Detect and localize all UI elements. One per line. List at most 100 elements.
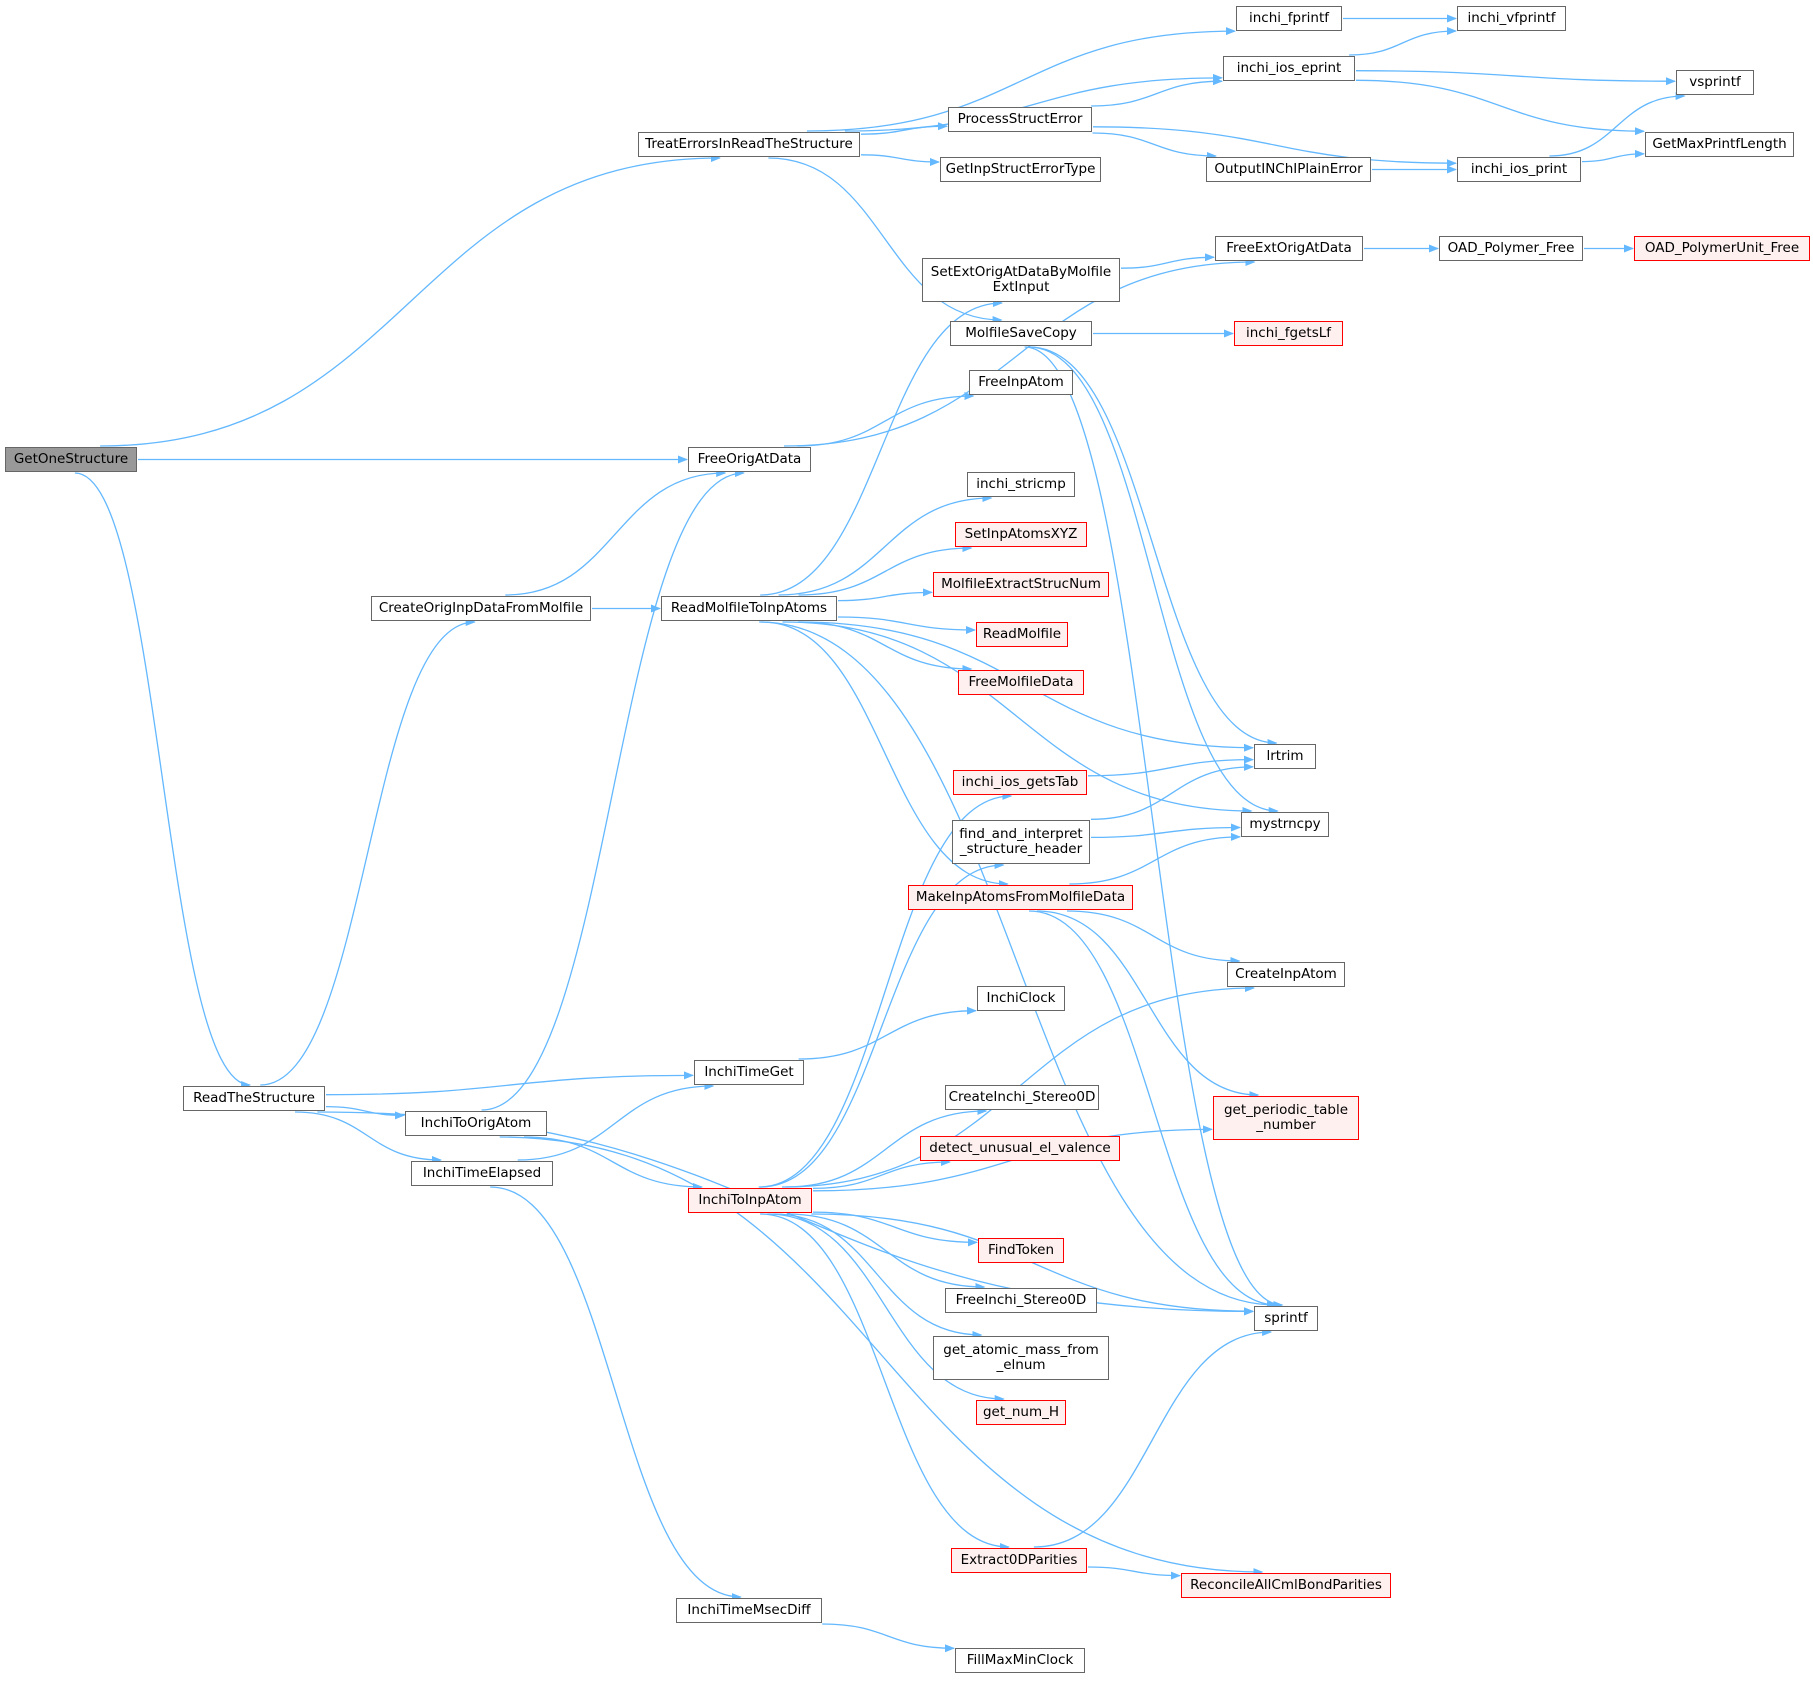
node-treat-errors-in-read-the-structure[interactable]: TreatErrorsInReadTheStructure xyxy=(638,132,860,157)
edge-inchi-time-elapsed-to-inchi-time-get xyxy=(517,1082,715,1161)
node-make-inp-atoms-from-molfile-data[interactable]: MakeInpAtomsFromMolfileData xyxy=(908,885,1133,910)
node-free-inp-atom[interactable]: FreeInpAtom xyxy=(969,370,1073,395)
edge-inchi-ios-print-to-get-max-printf-length xyxy=(1581,149,1645,163)
edge-inchi-ios-eprint-to-vsprintf xyxy=(1355,70,1676,86)
node-inchi-time-elapsed[interactable]: InchiTimeElapsed xyxy=(411,1161,553,1186)
node-reconcile-all-cml-bond-parities[interactable]: ReconcileAllCmlBondParities xyxy=(1181,1573,1391,1598)
node-inchi-time-get[interactable]: InchiTimeGet xyxy=(694,1060,804,1085)
node-detect-unusual-el-valence[interactable]: detect_unusual_el_valence xyxy=(920,1136,1120,1161)
edge-inchi-ios-eprint-to-get-max-printf-length xyxy=(1355,79,1645,136)
node-mystrncpy[interactable]: mystrncpy xyxy=(1241,812,1329,837)
edge-read-molfile-to-inp-atoms-to-set-inp-atoms-xyz xyxy=(798,544,973,596)
edge-create-orig-inp-data-from-molfile-to-free-orig-at-data xyxy=(505,469,727,596)
node-get-num-h[interactable]: get_num_H xyxy=(976,1400,1066,1425)
node-create-orig-inp-data-from-molfile[interactable]: CreateOrigInpDataFromMolfile xyxy=(371,596,591,621)
edge-inchi-ios-gets-tab-to-lrtrim xyxy=(1087,755,1254,777)
node-free-inchi-stereo0-d[interactable]: FreeInchi_Stereo0D xyxy=(945,1288,1097,1313)
node-read-the-structure[interactable]: ReadTheStructure xyxy=(183,1086,325,1111)
edge-read-molfile-to-inp-atoms-to-sprintf xyxy=(759,621,1277,1309)
node-sprintf[interactable]: sprintf xyxy=(1254,1306,1318,1331)
node-get-atomic-mass-from-elnum[interactable]: get_atomic_mass_from _elnum xyxy=(933,1336,1109,1380)
edge-treat-errors-in-read-the-structure-to-get-inp-struct-error-type xyxy=(860,154,940,166)
edge-read-molfile-to-inp-atoms-to-set-ext-orig-at-data-by-molfile-ext-input xyxy=(760,299,1003,596)
node-create-inp-atom[interactable]: CreateInpAtom xyxy=(1227,962,1345,987)
node-inchi-fprintf[interactable]: inchi_fprintf xyxy=(1236,6,1342,31)
node-inchi-ios-gets-tab[interactable]: inchi_ios_getsTab xyxy=(953,770,1087,795)
node-vsprintf[interactable]: vsprintf xyxy=(1676,70,1754,95)
node-read-molfile-to-inp-atoms[interactable]: ReadMolfileToInpAtoms xyxy=(661,596,837,621)
edge-inchi-ios-eprint-to-inchi-vfprintf xyxy=(1349,27,1457,56)
edge-read-molfile-to-inp-atoms-to-make-inp-atoms-from-molfile-data xyxy=(761,621,1009,888)
node-oad-polymer-unit-free[interactable]: OAD_PolymerUnit_Free xyxy=(1634,236,1810,261)
edge-free-orig-at-data-to-free-inp-atom xyxy=(797,392,975,447)
node-inchi-time-msec-diff[interactable]: InchiTimeMsecDiff xyxy=(676,1598,822,1623)
edge-molfile-save-copy-to-mystrncpy xyxy=(1028,346,1279,815)
edge-make-inp-atoms-from-molfile-data-to-mystrncpy xyxy=(1069,832,1241,885)
edge-make-inp-atoms-from-molfile-data-to-get-periodic-table-number xyxy=(1036,910,1260,1099)
node-inchi-to-orig-atom[interactable]: InchiToOrigAtom xyxy=(405,1111,547,1136)
node-get-inp-struct-error-type[interactable]: GetInpStructErrorType xyxy=(940,157,1101,182)
node-inchi-fgets-lf[interactable]: inchi_fgetsLf xyxy=(1234,321,1343,346)
node-create-inchi-stereo0-d[interactable]: CreateInchi_Stereo0D xyxy=(945,1085,1099,1110)
node-inchi-ios-eprint[interactable]: inchi_ios_eprint xyxy=(1223,56,1355,81)
edge-inchi-to-inp-atom-to-get-num-h xyxy=(767,1213,1005,1403)
edge-molfile-save-copy-to-sprintf xyxy=(1024,346,1284,1309)
edge-molfile-save-copy-to-lrtrim xyxy=(1029,346,1278,747)
edge-extract0-dparities-to-sprintf xyxy=(1033,1328,1273,1548)
node-find-and-interpret-structure-header[interactable]: find_and_interpret _structure_header xyxy=(952,820,1090,864)
edge-read-the-structure-to-inchi-to-orig-atom xyxy=(325,1105,405,1120)
edge-extract0-dparities-to-reconcile-all-cml-bond-parities xyxy=(1087,1566,1181,1580)
edge-inchi-to-orig-atom-to-inchi-to-inp-atom xyxy=(523,1136,703,1191)
node-free-ext-orig-at-data[interactable]: FreeExtOrigAtData xyxy=(1215,236,1363,261)
edge-free-orig-at-data-to-free-ext-orig-at-data xyxy=(783,258,1256,447)
edge-inchi-to-inp-atom-to-find-token xyxy=(812,1211,978,1247)
edge-inchi-to-inp-atom-to-detect-unusual-el-valence xyxy=(812,1158,951,1190)
edge-inchi-time-msec-diff-to-fill-max-min-clock xyxy=(822,1623,955,1653)
edge-set-ext-orig-at-data-by-molfile-ext-input-to-free-ext-orig-at-data xyxy=(1120,253,1215,269)
edge-read-molfile-to-inp-atoms-to-mystrncpy xyxy=(782,621,1253,815)
edge-inchi-to-inp-atom-to-create-inchi-stereo0-d xyxy=(785,1107,988,1188)
edge-inchi-to-orig-atom-to-free-orig-at-data xyxy=(481,469,745,1111)
edge-read-the-structure-to-inchi-time-elapsed xyxy=(294,1111,442,1164)
edge-process-struct-error-to-output-inch-iplain-error xyxy=(1092,132,1217,160)
node-inchi-ios-print[interactable]: inchi_ios_print xyxy=(1457,157,1581,182)
edge-inchi-to-inp-atom-to-extract0-dparities xyxy=(760,1213,1010,1551)
node-process-struct-error[interactable]: ProcessStructError xyxy=(948,107,1092,132)
edge-inchi-to-inp-atom-to-get-atomic-mass-from-elnum xyxy=(773,1213,983,1339)
node-fill-max-min-clock[interactable]: FillMaxMinClock xyxy=(955,1648,1085,1673)
node-get-one-structure[interactable]: GetOneStructure xyxy=(5,447,137,472)
edge-inchi-to-inp-atom-to-inchi-ios-gets-tab xyxy=(758,792,1013,1188)
node-lrtrim[interactable]: lrtrim xyxy=(1254,744,1316,769)
edge-inchi-to-orig-atom-to-reconcile-all-cml-bond-parities xyxy=(499,1136,1264,1576)
node-find-token[interactable]: FindToken xyxy=(978,1238,1064,1263)
node-inchi-to-inp-atom[interactable]: InchiToInpAtom xyxy=(688,1188,812,1213)
node-free-orig-at-data[interactable]: FreeOrigAtData xyxy=(688,447,811,472)
edge-get-one-structure-to-treat-errors-in-read-the-structure xyxy=(100,154,721,447)
edge-inchi-time-elapsed-to-inchi-time-msec-diff xyxy=(490,1186,742,1601)
node-set-inp-atoms-xyz[interactable]: SetInpAtomsXYZ xyxy=(955,522,1087,547)
node-molfile-save-copy[interactable]: MolfileSaveCopy xyxy=(950,321,1092,346)
node-free-molfile-data[interactable]: FreeMolfileData xyxy=(958,670,1084,695)
node-inchi-stricmp[interactable]: inchi_stricmp xyxy=(967,472,1075,497)
edge-make-inp-atoms-from-molfile-data-to-create-inp-atom xyxy=(1066,910,1241,965)
node-extract0-dparities[interactable]: Extract0DParities xyxy=(951,1548,1087,1573)
node-read-molfile[interactable]: ReadMolfile xyxy=(976,622,1068,647)
edge-read-the-structure-to-inchi-time-get xyxy=(325,1071,694,1096)
edge-read-the-structure-to-create-orig-inp-data-from-molfile xyxy=(260,618,476,1086)
edge-read-molfile-to-inp-atoms-to-inchi-stricmp xyxy=(778,494,993,596)
edge-get-one-structure-to-read-the-structure xyxy=(74,472,252,1089)
node-set-ext-orig-at-data-by-molfile-ext-input[interactable]: SetExtOrigAtDataByMolfile ExtInput xyxy=(922,258,1120,302)
node-molfile-extract-struc-num[interactable]: MolfileExtractStrucNum xyxy=(933,572,1109,597)
node-get-periodic-table-number[interactable]: get_periodic_table _number xyxy=(1213,1096,1359,1140)
node-oad-polymer-free[interactable]: OAD_Polymer_Free xyxy=(1439,236,1583,261)
edge-treat-errors-in-read-the-structure-to-inchi-fprintf xyxy=(806,27,1236,132)
edge-find-and-interpret-structure-header-to-lrtrim xyxy=(1090,762,1254,820)
node-inchi-clock[interactable]: InchiClock xyxy=(977,986,1065,1011)
edge-treat-errors-in-read-the-structure-to-process-struct-error xyxy=(860,122,948,135)
edge-make-inp-atoms-from-molfile-data-to-sprintf xyxy=(1028,910,1279,1309)
node-get-max-printf-length[interactable]: GetMaxPrintfLength xyxy=(1645,132,1794,157)
node-inchi-vfprintf[interactable]: inchi_vfprintf xyxy=(1457,6,1566,31)
node-output-inch-iplain-error[interactable]: OutputINChIPlainError xyxy=(1206,157,1371,182)
